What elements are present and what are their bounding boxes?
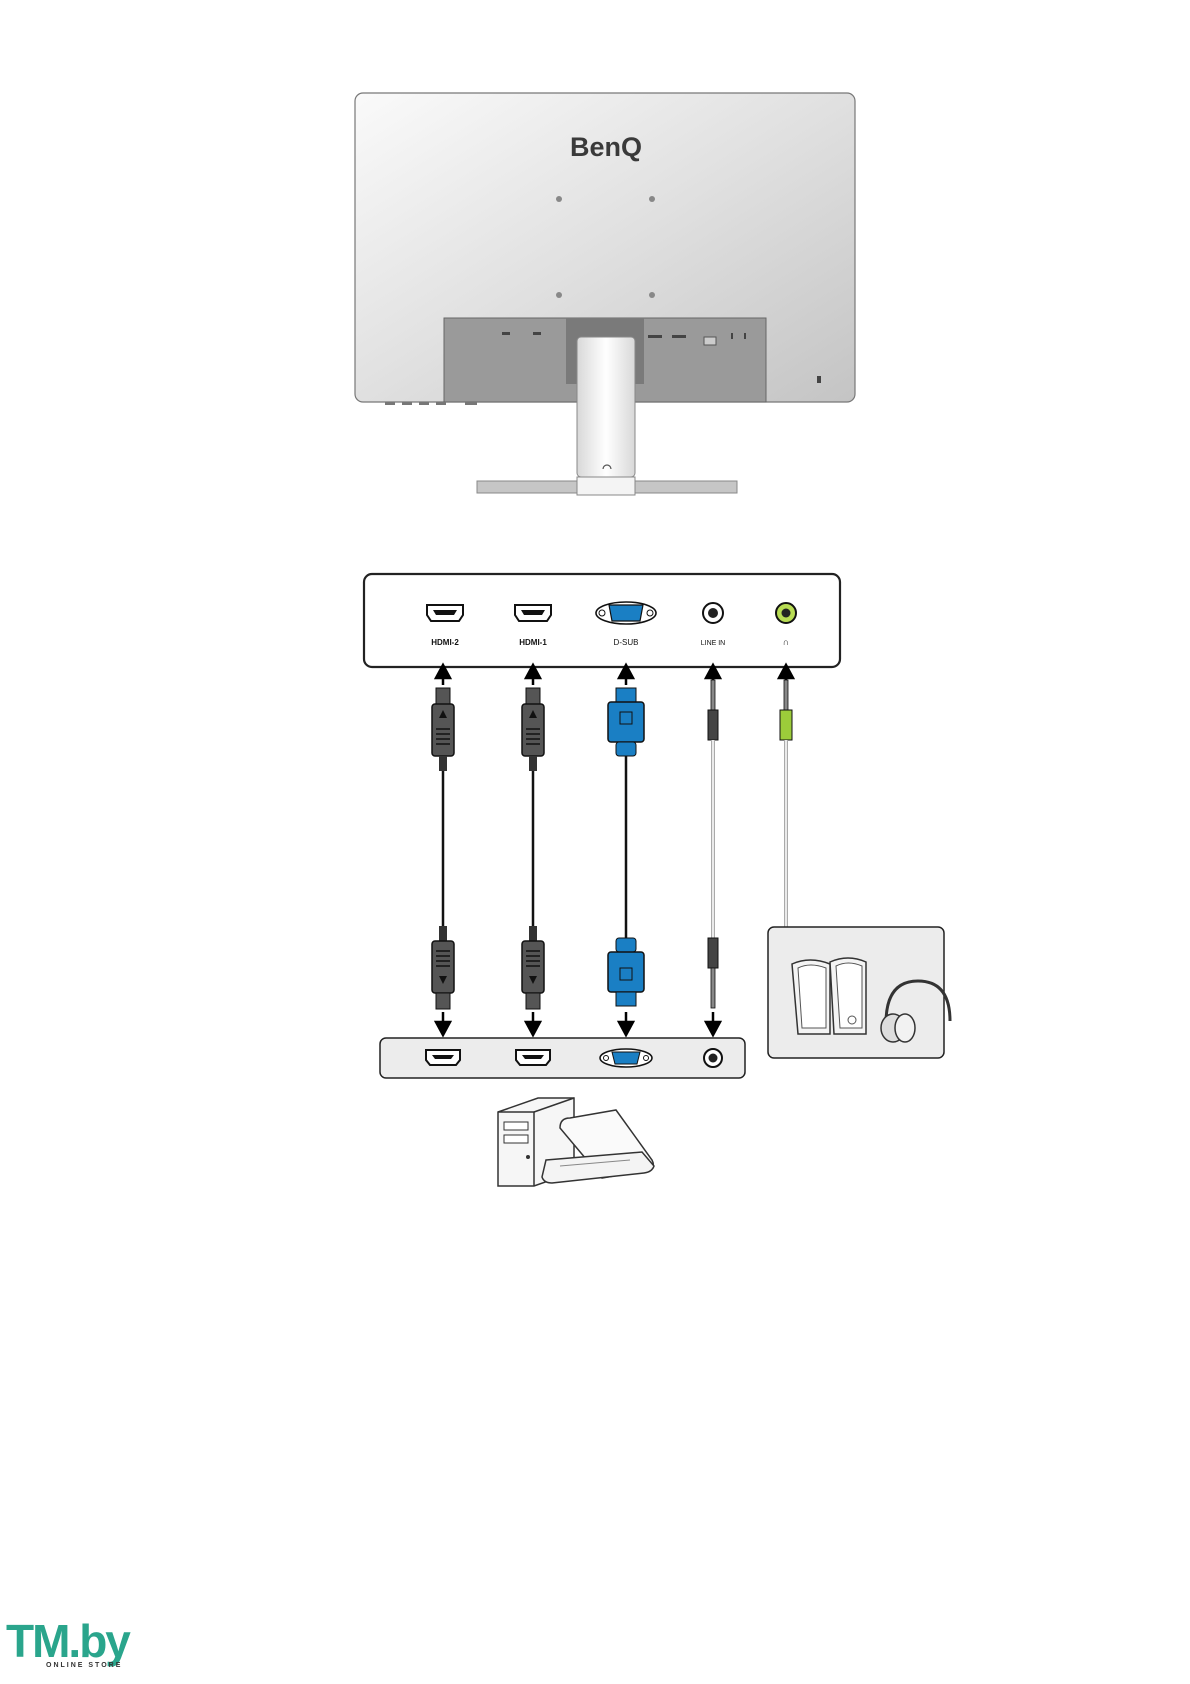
hdmi1-label: HDMI-1 [519, 638, 547, 647]
linein-port [703, 603, 723, 623]
stand-neck [577, 337, 635, 477]
headphone-port [776, 603, 796, 623]
hdmi2-label: HDMI-2 [431, 638, 459, 647]
computer-icon [498, 1098, 654, 1186]
pc-dsub-port [600, 1049, 652, 1067]
linein-cable [708, 680, 718, 1008]
connection-diagram: HDMI-2 HDMI-1 D-SUB LINE IN ∩ [0, 520, 1190, 1220]
pc-hdmi-port-a [426, 1050, 460, 1065]
speakers-icon [792, 958, 866, 1034]
pc-audio-port [704, 1049, 722, 1067]
hdmi2-port [427, 605, 463, 621]
vga-cable [608, 688, 644, 1006]
dsub-label: D-SUB [614, 638, 639, 647]
logo-sub: ONLINE STORE [46, 1662, 166, 1669]
brand-logo: BenQ [570, 132, 642, 162]
hdmi-cable-1 [522, 688, 544, 1009]
tmby-logo: TM.by ONLINE STORE [6, 1618, 166, 1678]
linein-label: LINE IN [701, 640, 726, 647]
hdmi1-port [515, 605, 551, 621]
hdmi-cable-2 [432, 688, 454, 1009]
dsub-port [596, 602, 656, 624]
monitor-rear-view: BenQ [0, 0, 1190, 520]
headphone-cable [780, 680, 792, 928]
headphone-label: ∩ [783, 637, 789, 647]
pc-hdmi-port-b [516, 1050, 550, 1065]
logo-main: TM.by [6, 1618, 166, 1664]
arrows-to-pc [436, 1012, 720, 1035]
